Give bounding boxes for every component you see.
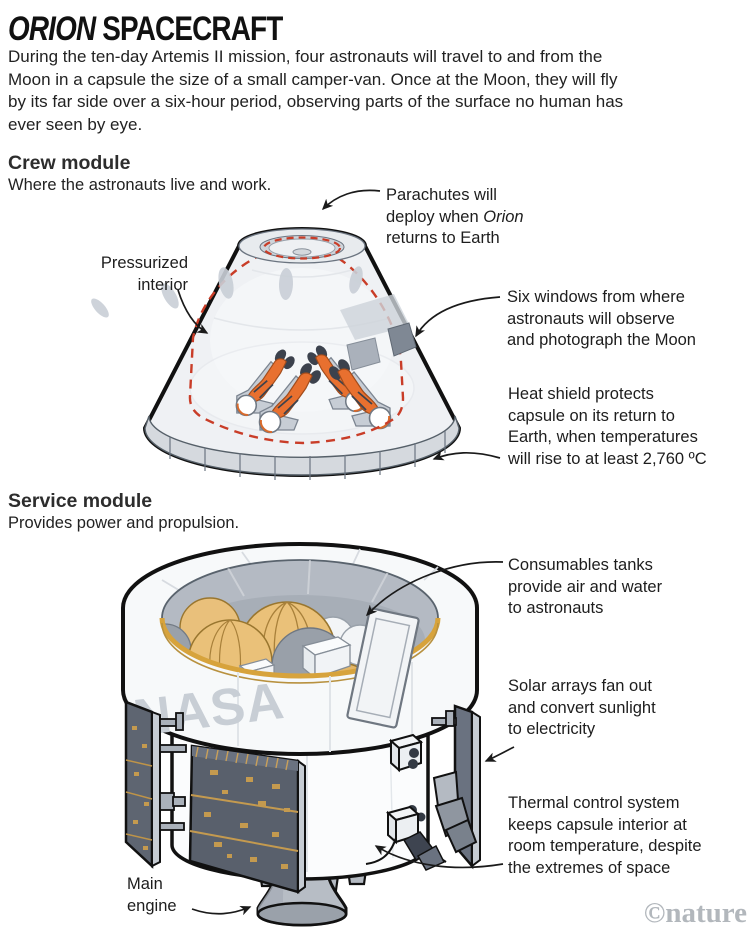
page-title: ORION SPACECRAFT <box>8 10 283 49</box>
arrow-pressurized-interior <box>177 289 209 334</box>
label-pressurized-interior: Pressurized interior <box>100 254 188 294</box>
label-heat-shield: Heat shield protects capsule on its retu… <box>508 385 707 468</box>
arrow-windows <box>415 296 501 338</box>
label-thermal: Thermal control system keeps capsule int… <box>508 794 702 877</box>
leader-arrows <box>177 189 515 916</box>
parachute-bays <box>91 266 363 318</box>
solar-array-left <box>124 700 187 869</box>
arrow-heat-shield <box>432 450 501 461</box>
window <box>387 322 417 357</box>
arrow-thermal <box>374 845 504 869</box>
equipment-box <box>301 636 352 676</box>
window <box>346 337 381 371</box>
panel-struts <box>159 712 187 831</box>
nature-credit: ©nature <box>643 897 747 929</box>
docking-hatch <box>238 228 366 264</box>
service-module-heading: Service module <box>8 490 153 512</box>
arrow-consumables <box>365 561 504 617</box>
title-orion: ORION <box>8 10 96 48</box>
arrow-main-engine <box>191 905 252 916</box>
label-parachutes-orion: Orion <box>483 207 524 226</box>
label-parachutes: Parachutes will deploy when Orion return… <box>386 186 524 247</box>
intro-paragraph: During the ten-day Artemis II mission, f… <box>8 47 624 134</box>
heat-shield-segments <box>169 431 446 480</box>
arrow-parachutes <box>321 189 381 211</box>
crew-module-subheading: Where the astronauts live and work. <box>8 176 272 194</box>
solar-array-front <box>188 744 306 894</box>
arrow-solar-arrays <box>484 746 515 762</box>
crew-module-illustration <box>91 227 461 480</box>
pressurized-interior-outline <box>188 252 405 445</box>
label-solar-arrays: Solar arrays fan out and convert sunligh… <box>508 677 656 738</box>
avionics-panel <box>346 607 420 729</box>
title-rest: SPACECRAFT <box>95 10 283 48</box>
crew-module-heading: Crew module <box>8 152 131 174</box>
label-windows: Six windows from where astronauts will o… <box>507 288 696 349</box>
gold-rim <box>159 617 441 679</box>
solar-array-right <box>431 704 481 870</box>
service-module-subheading: Provides power and propulsion. <box>8 514 240 532</box>
service-module-illustration: NASA <box>121 542 481 927</box>
rcs-thruster-pod <box>388 733 424 773</box>
label-main-engine: Main engine <box>127 875 177 915</box>
label-consumables: Consumables tanks provide air and water … <box>508 556 663 617</box>
